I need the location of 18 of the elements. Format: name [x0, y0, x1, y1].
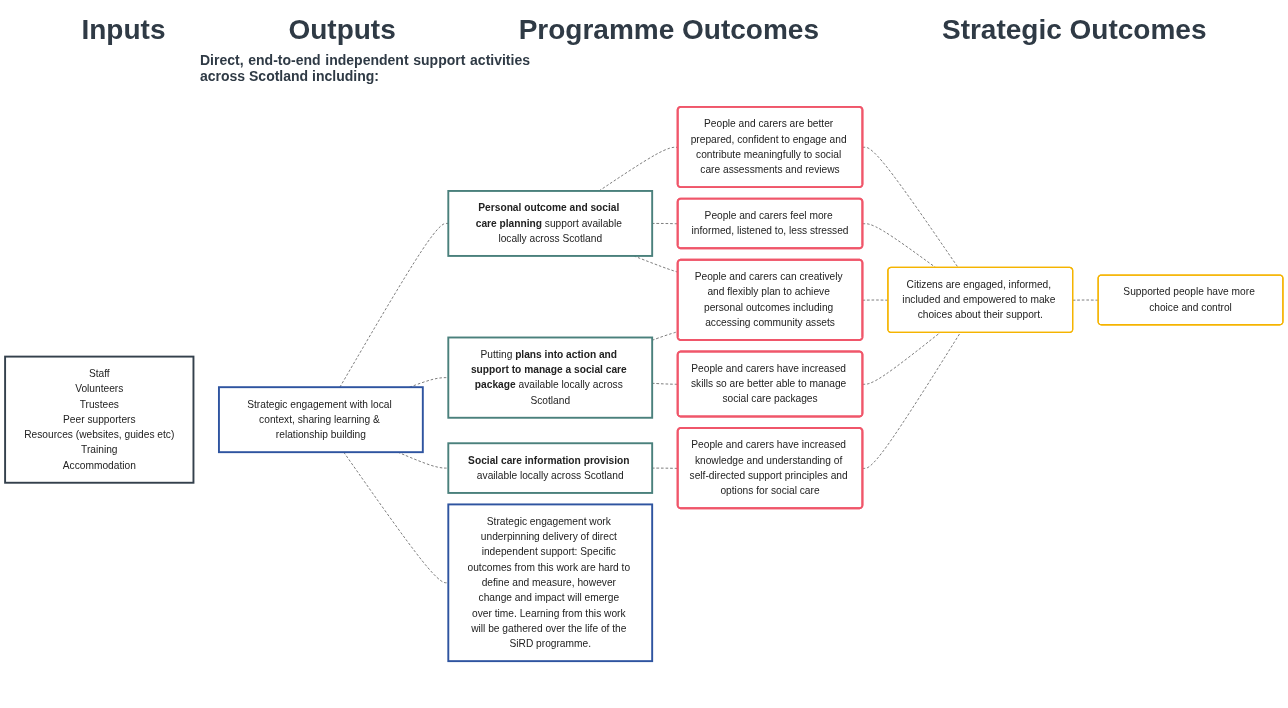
- connector: [339, 223, 449, 388]
- node-box: Staff Volunteers Trustees Peer supporters Resources (websites, guides etc) Training Accommodation: [4, 355, 195, 484]
- connector: [1072, 299, 1099, 301]
- connector: [409, 377, 449, 388]
- node-box: Personal outcome and social care planning support available locally across Scotland: [447, 190, 654, 257]
- node-box: Strategic engagement with local context, sharing learning & relationship building: [218, 386, 424, 454]
- connector: [862, 146, 959, 269]
- column-heading: Programme Outcomes: [518, 14, 819, 46]
- node-box: Social care information provision available locally across Scotland: [447, 442, 654, 494]
- connector: [862, 332, 941, 385]
- column-heading: Strategic Outcomes: [941, 14, 1207, 46]
- connector: [862, 332, 961, 469]
- column-heading: Outputs: [288, 14, 396, 46]
- intro-text: Direct, end-to-end independent support activities across Scotland including:: [200, 52, 530, 84]
- node-box: Putting plans into action and support to manage a social care package available locally across Scotland: [447, 336, 654, 419]
- connector: [343, 451, 449, 584]
- column-heading: Inputs: [81, 14, 166, 46]
- node-box: Strategic engagement work underpinning delivery of direct independent support: Specific outcomes from this work are hard to define and measure, however change and impact will emerge over time. Learning from this work will be gathered over the life of the SiRD programme.: [447, 503, 654, 663]
